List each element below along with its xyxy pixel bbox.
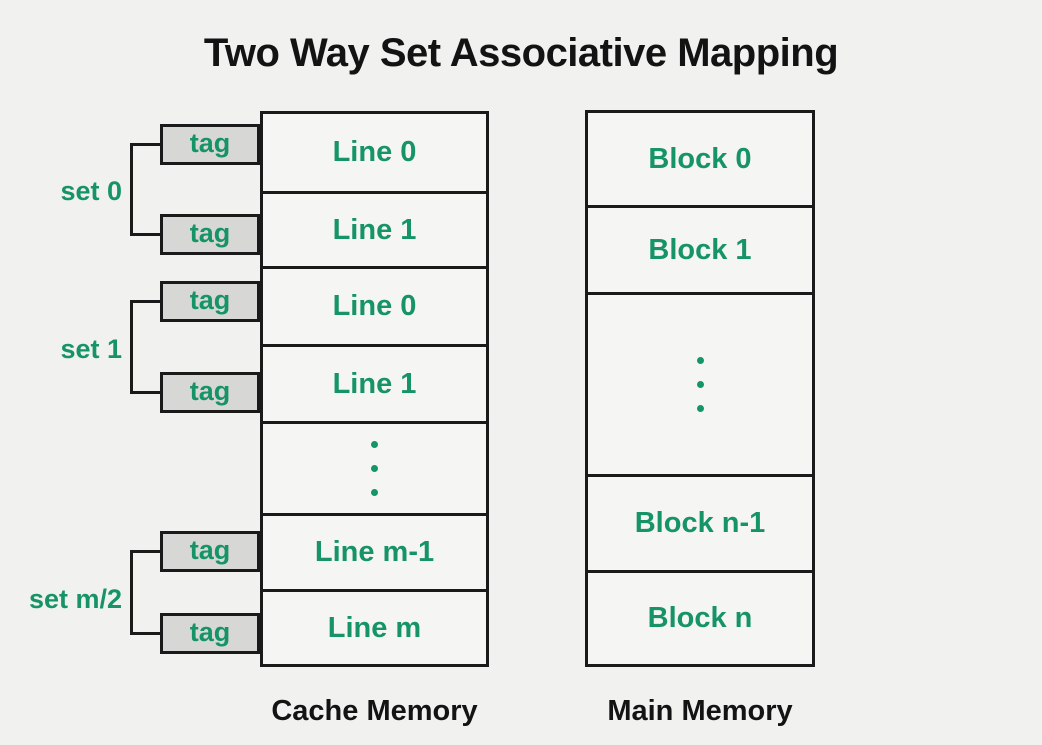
set-1-bracket-stub-bottom <box>130 391 160 394</box>
tag-label: tag <box>189 218 231 248</box>
tag-box: tag <box>160 613 260 654</box>
memory-block-cell: Block n <box>588 573 812 664</box>
set-1-bracket-vertical <box>130 300 133 394</box>
ellipsis-dot <box>371 465 378 472</box>
cache-line-label: Line m-1 <box>314 536 435 568</box>
tag-label: tag <box>189 128 231 158</box>
cache-memory-caption: Cache Memory <box>271 695 478 727</box>
tag-box: tag <box>160 214 260 255</box>
main-memory-column: Block 0 Block 1 Block n-1 Block n <box>585 110 815 667</box>
ellipsis-dot <box>696 357 704 364</box>
cache-line-cell: Line m <box>263 592 486 664</box>
set-0-label: set 0 <box>60 176 122 206</box>
cache-line-cell: Line m-1 <box>263 516 486 592</box>
tag-box: tag <box>160 281 260 322</box>
tag-box: tag <box>160 124 260 165</box>
cache-line-cell: Line 1 <box>263 194 486 269</box>
cache-line-label: Line 0 <box>332 136 417 168</box>
cache-line-label: Line 1 <box>332 213 417 246</box>
set-m2-bracket-stub-bottom <box>130 632 160 635</box>
cache-line-label: Line m <box>327 611 422 644</box>
memory-block-label: Block 1 <box>648 233 752 266</box>
ellipsis-dot <box>371 489 378 496</box>
ellipsis-dot <box>371 441 378 448</box>
memory-block-cell: Block n-1 <box>588 477 812 573</box>
tag-label: tag <box>189 285 231 315</box>
set-m2-bracket-stub-top <box>130 550 160 553</box>
memory-block-cell: Block 0 <box>588 113 812 208</box>
set-1-bracket-stub-top <box>130 300 160 303</box>
cache-line-cell: Line 0 <box>263 269 486 347</box>
cache-line-label: Line 1 <box>332 367 417 400</box>
set-0-bracket-vertical <box>130 143 133 236</box>
set-0-bracket-stub-bottom <box>130 233 160 236</box>
cache-memory-column: Line 0 Line 1 Line 0 Line 1 Line m-1 Lin… <box>260 111 489 667</box>
memory-block-cell: Block 1 <box>588 208 812 295</box>
tag-label: tag <box>189 535 231 565</box>
tag-box: tag <box>160 531 260 572</box>
memory-block-label: Block n <box>647 602 753 634</box>
set-0-bracket-stub-top <box>130 143 160 146</box>
main-memory-caption: Main Memory <box>607 695 793 727</box>
set-1-label: set 1 <box>60 334 122 364</box>
set-m2-label: set m/2 <box>28 584 122 614</box>
ellipsis-dot <box>696 381 704 388</box>
memory-block-label: Block 0 <box>648 142 752 175</box>
set-m2-bracket-vertical <box>130 550 133 635</box>
tag-label: tag <box>189 617 231 647</box>
memory-block-label: Block n-1 <box>634 507 766 539</box>
page-title: Two Way Set Associative Mapping <box>203 31 839 75</box>
tag-label: tag <box>189 376 231 406</box>
cache-ellipsis-cell <box>263 424 486 516</box>
cache-line-cell: Line 1 <box>263 347 486 424</box>
cache-line-label: Line 0 <box>332 290 417 322</box>
memory-ellipsis-cell <box>588 295 812 477</box>
ellipsis-dot <box>696 405 704 412</box>
tag-box: tag <box>160 372 260 413</box>
cache-line-cell: Line 0 <box>263 114 486 194</box>
